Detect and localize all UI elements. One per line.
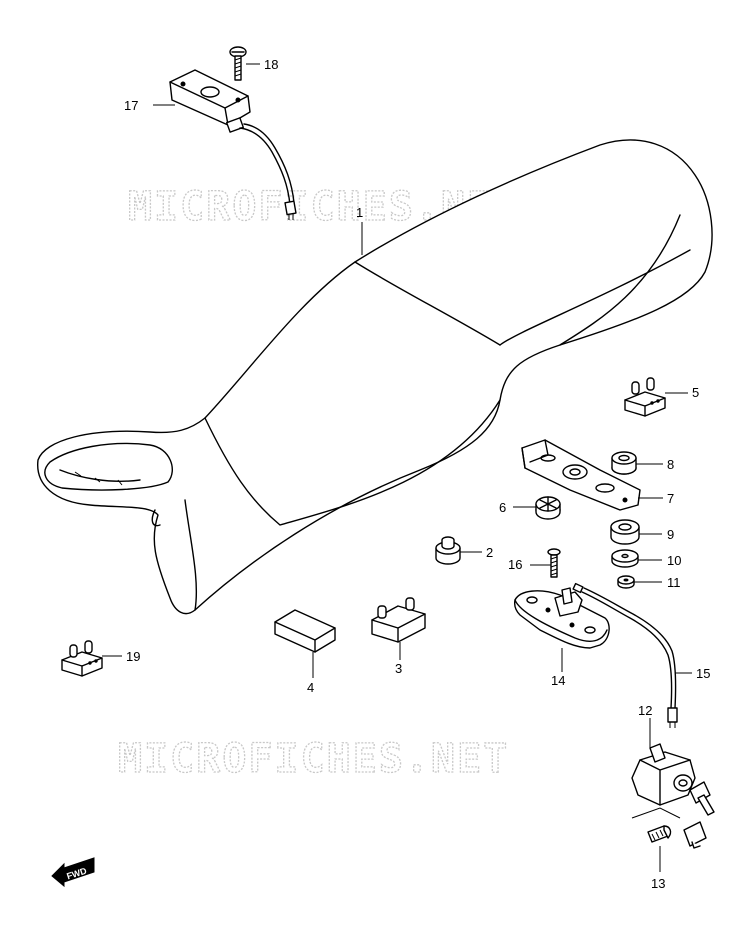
clip-part-19	[61, 640, 103, 677]
callout-17: 17	[124, 98, 138, 113]
callout-11: 11	[667, 575, 681, 590]
callout-19: 19	[126, 649, 140, 664]
rubber-part-2	[435, 536, 461, 565]
screw-part-13	[647, 825, 672, 843]
callout-16: 16	[508, 557, 522, 572]
cable-part-15	[572, 582, 678, 728]
seat-lock-part-14	[513, 587, 610, 649]
bracket-part-7	[521, 439, 641, 511]
callout-2: 2	[486, 545, 493, 560]
callout-labels: 1 2 3 4 5 6 7 8 9 10 11 12 13 14 15 16 1…	[124, 57, 710, 891]
seat-lamp-part-17	[169, 69, 297, 220]
callout-3: 3	[395, 661, 402, 676]
callout-18: 18	[264, 57, 278, 72]
screw-part-18	[229, 46, 247, 81]
callout-1: 1	[356, 205, 363, 220]
callout-15: 15	[696, 666, 710, 681]
cushion-part-8	[611, 451, 637, 475]
callout-14: 14	[551, 673, 565, 688]
callout-9: 9	[667, 527, 674, 542]
callout-10: 10	[667, 553, 681, 568]
callout-4: 4	[307, 680, 314, 695]
collar-part-9	[610, 519, 640, 545]
nut-part-11	[617, 575, 635, 589]
callout-12: 12	[638, 703, 652, 718]
callout-5: 5	[692, 385, 699, 400]
watermark-bottom: MICROFICHES.NET	[118, 736, 509, 782]
pad-part-4	[274, 609, 336, 653]
cushion-block-part-3	[371, 597, 426, 643]
grommet-part-6	[535, 496, 561, 520]
screw-part-16	[547, 548, 561, 578]
callout-6: 6	[499, 500, 506, 515]
leader-lines	[102, 63, 692, 872]
watermark-top: MICROFICHES.NET	[128, 184, 519, 230]
washer-part-10	[611, 549, 639, 568]
fwd-direction-arrow: FWD	[51, 857, 95, 888]
seat-part-1	[37, 139, 713, 615]
lock-set-part-12	[631, 743, 715, 849]
callout-13: 13	[651, 876, 665, 891]
clip-part-5	[624, 377, 666, 417]
callout-8: 8	[667, 457, 674, 472]
callout-7: 7	[667, 491, 674, 506]
